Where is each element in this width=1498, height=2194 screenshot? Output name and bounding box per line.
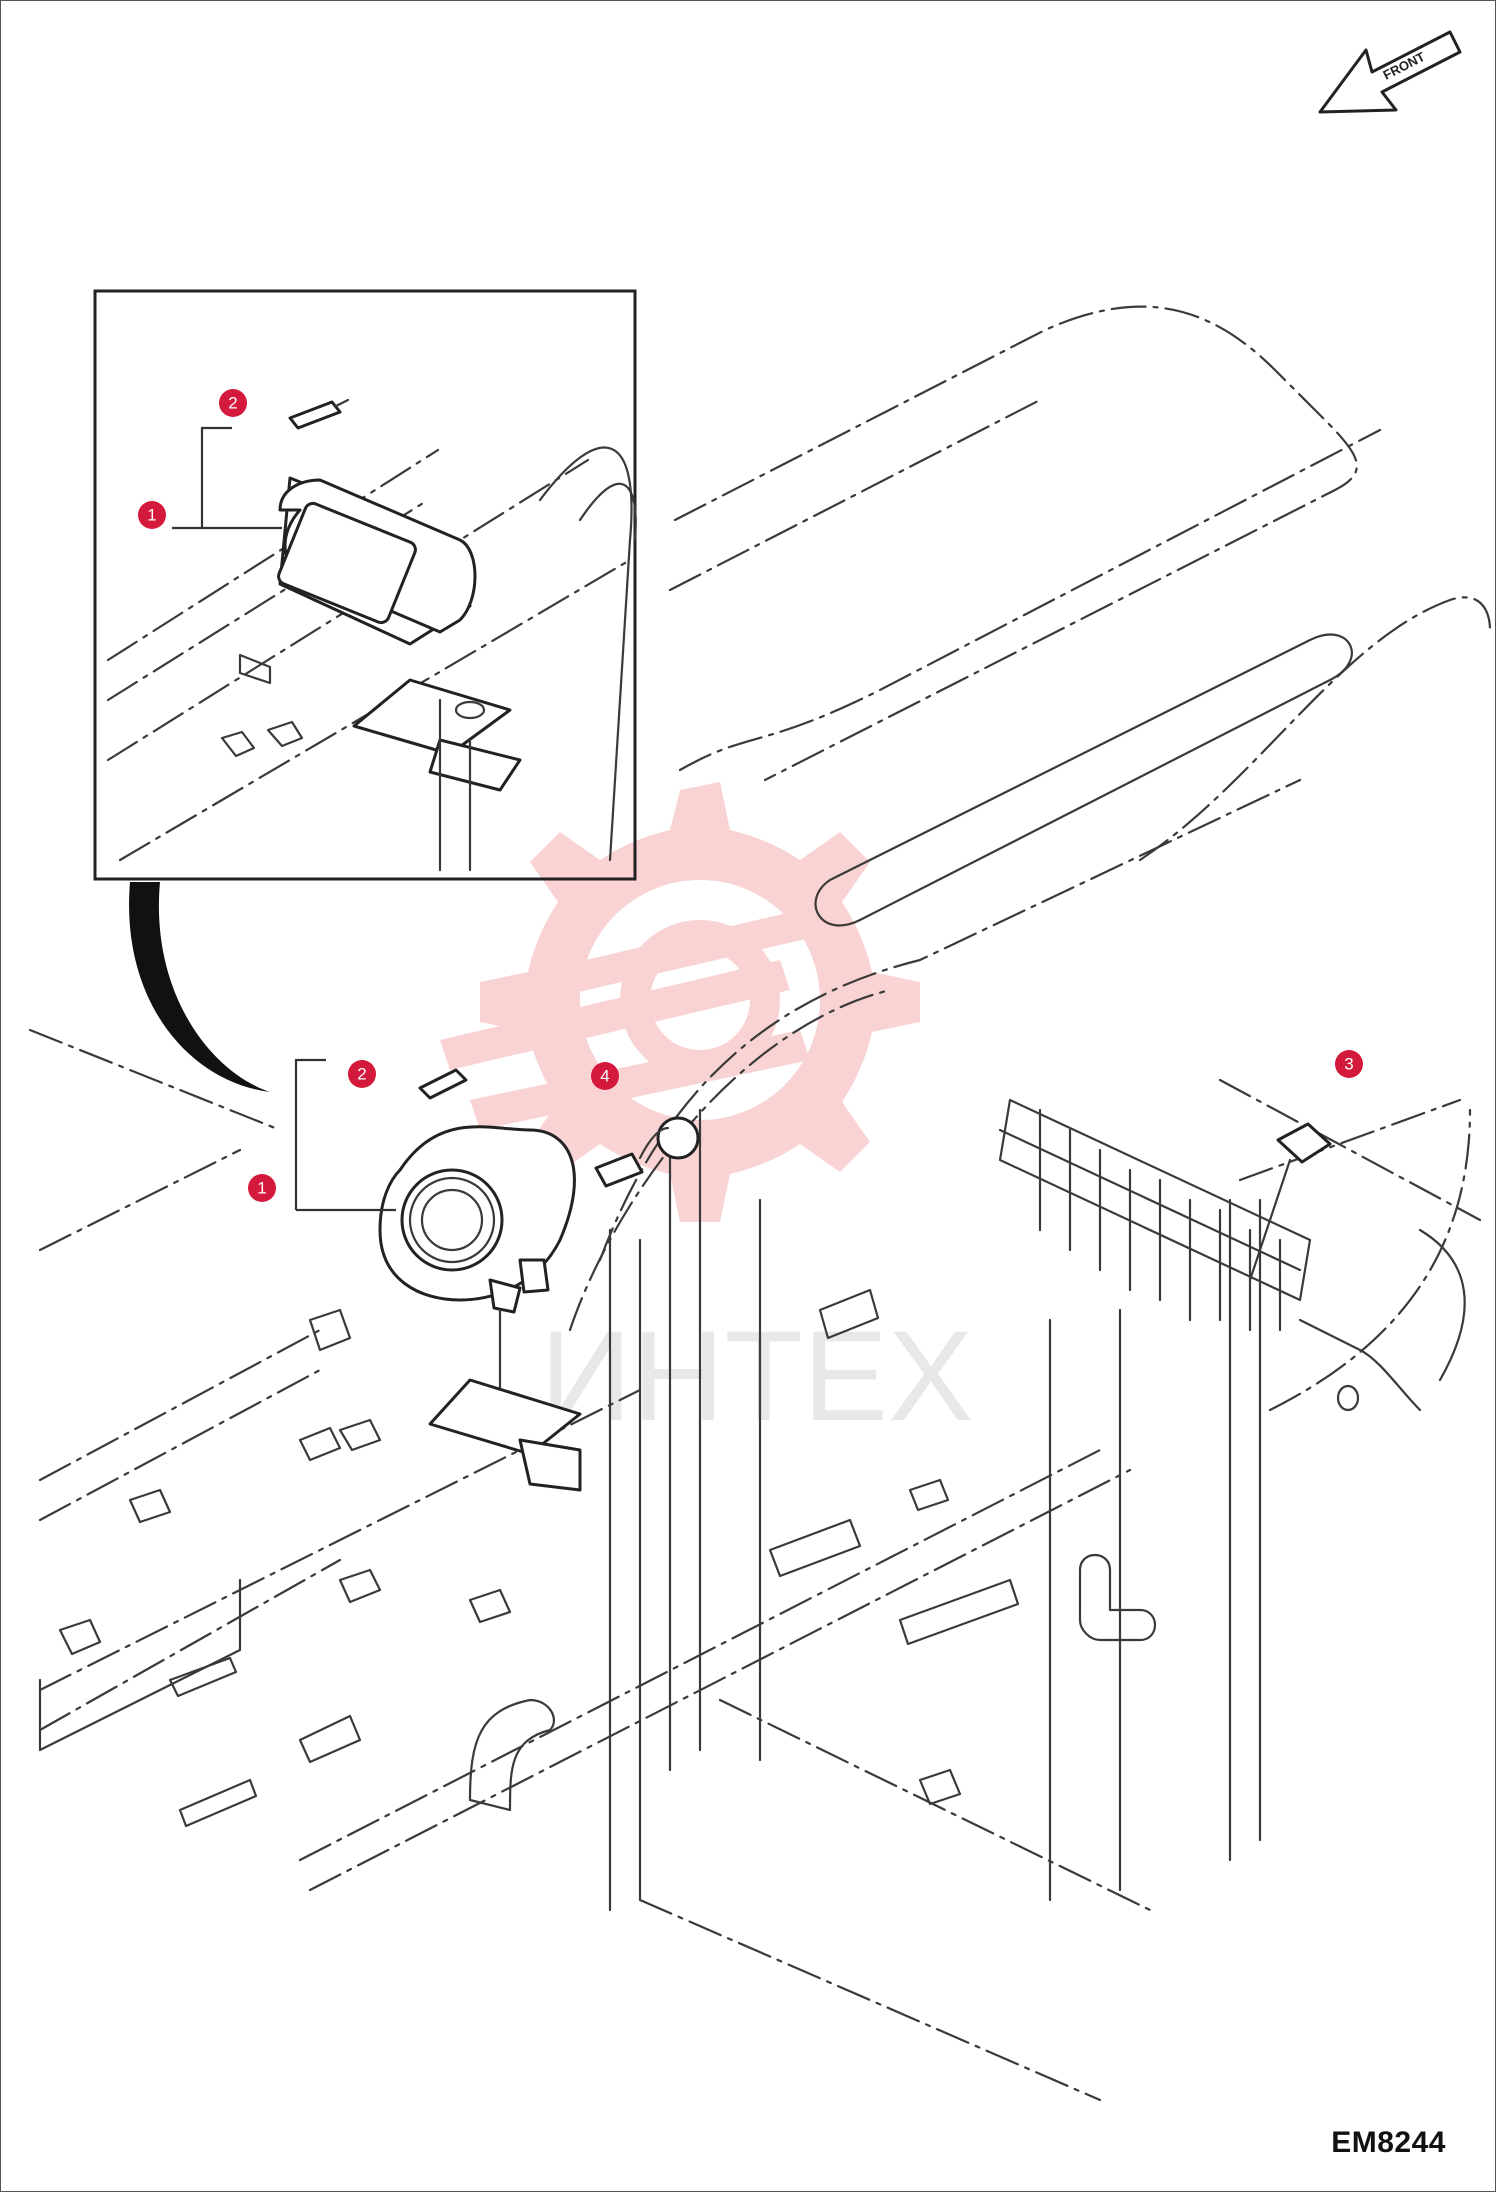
callout-main-1[interactable]: 1 [248,1174,276,1202]
document-code: EM8244 [1331,2126,1446,2159]
lamp-connector [418,1068,468,1100]
callout-number: 2 [228,394,237,413]
grommet [656,1116,700,1160]
work-lamp [378,1125,576,1412]
inset-detail [106,398,637,872]
cab-structure [28,305,1492,2102]
callout-inset-1[interactable]: 1 [138,501,166,529]
plug-cable [638,1126,670,1160]
callout-number: 2 [357,1065,366,1084]
lamp-mount-plate [518,1438,582,1492]
callout-number: 1 [147,506,156,525]
callout-number: 3 [1344,1055,1353,1074]
relay [1276,1122,1332,1164]
watermark-logo [440,782,920,1222]
callout-number: 1 [257,1179,266,1198]
lamp-plug [594,1152,644,1188]
inset-frame [93,289,637,881]
front-arrow-icon: FRONT [1318,30,1462,114]
callout-main-2[interactable]: 2 [348,1060,376,1088]
callout-number: 4 [600,1067,609,1086]
relay-stem [1248,1158,1292,1282]
callout-inset-2[interactable]: 2 [219,389,247,417]
watermark-text: ИНТЕХ [540,1305,973,1448]
detail-pointer-arrow [129,882,270,1092]
leader-main-1 [294,1058,396,1212]
callout-main-4[interactable]: 4 [591,1062,619,1090]
callout-main-3[interactable]: 3 [1335,1050,1363,1078]
